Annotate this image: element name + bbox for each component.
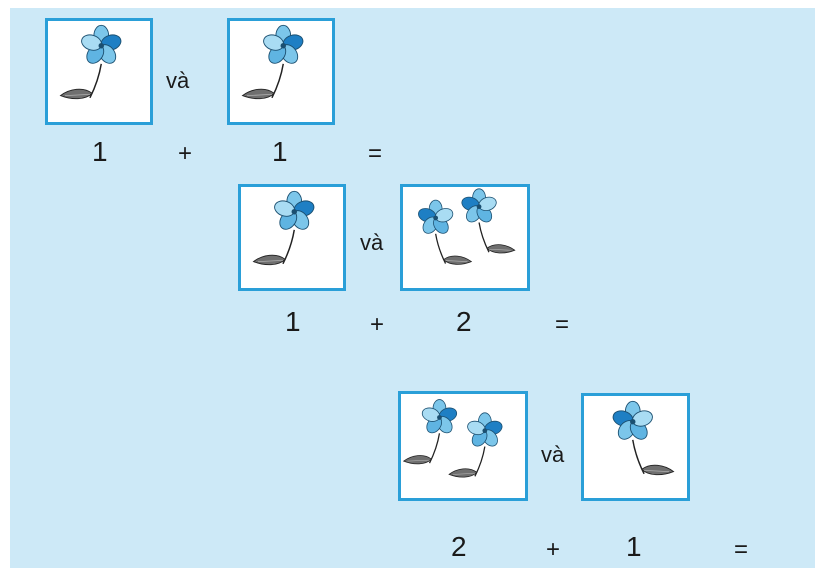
row3-connector: và (541, 442, 565, 467)
row1-addend-a: 1 (92, 136, 108, 167)
worksheet-canvas: và 1 + 1 = và 1 + 2 = và 2 + 1 = (10, 8, 815, 568)
row3-addend-b: 1 (626, 531, 642, 562)
row1-connector: và (166, 68, 190, 93)
row1-equals: = (368, 140, 383, 167)
flower-icon (252, 190, 317, 266)
row2-equals: = (555, 311, 570, 338)
row3-equals: = (734, 536, 749, 563)
row2-addend-b: 2 (456, 306, 472, 337)
row1-left-card (45, 18, 153, 125)
flower-icon (610, 400, 675, 476)
row2-addend-a: 1 (285, 306, 301, 337)
row3-plus: + (546, 536, 561, 563)
row2-right-card (400, 184, 530, 291)
flower-icon (59, 24, 124, 100)
two-flowers-icon (416, 188, 516, 265)
row2-connector: và (360, 230, 384, 255)
row1-right-card (227, 18, 335, 125)
row3-right-card (581, 393, 690, 501)
row1-plus: + (178, 140, 193, 167)
two-flowers-icon (403, 398, 505, 478)
row3-addend-a: 2 (451, 531, 467, 562)
row3-left-card (398, 391, 528, 501)
flower-icon (241, 24, 306, 100)
row2-plus: + (370, 311, 385, 338)
row1-addend-b: 1 (272, 136, 288, 167)
row2-left-card (238, 184, 346, 291)
